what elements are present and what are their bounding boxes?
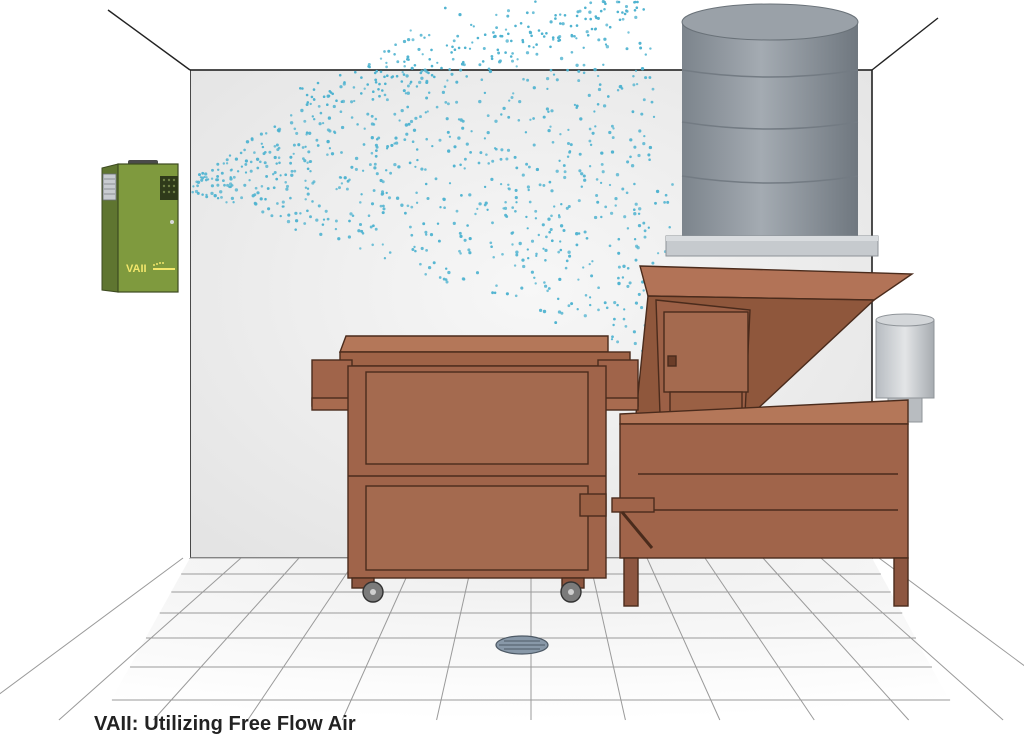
odor-control-unit-icon: VAII [102,160,178,292]
dumpster-icon [312,336,638,602]
left-wall [110,10,190,600]
silo-icon [666,4,878,256]
unit-logo-text: VAII [126,263,147,275]
floor-drain-icon [496,636,548,654]
diagram-caption: VAII: Utilizing Free Flow Air [94,713,356,736]
ceiling-edge-right [872,18,938,70]
